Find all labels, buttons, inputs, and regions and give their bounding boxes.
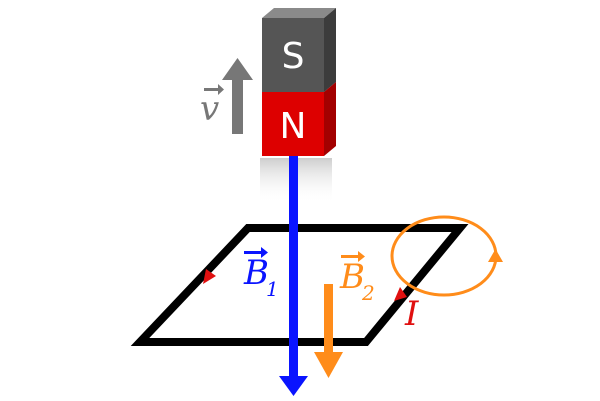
south-pole-label: S xyxy=(282,36,305,77)
north-pole-label: N xyxy=(280,106,307,147)
magnet-north-pole xyxy=(262,92,324,156)
b2-vector-mark xyxy=(341,251,365,262)
b1-subscript: 1 xyxy=(266,277,279,301)
b1-arrow-shaft xyxy=(289,156,298,380)
b2-arrow-head xyxy=(314,352,343,378)
magnet-side-face-north xyxy=(324,82,336,156)
b1-label: B xyxy=(243,253,269,293)
b2-label: B xyxy=(339,257,365,297)
velocity-arrow-head xyxy=(222,58,253,80)
velocity-vector-mark xyxy=(204,84,224,95)
magnet-side-face-south xyxy=(324,8,336,92)
b1-vector-mark xyxy=(244,247,268,258)
b2-arrow-shaft xyxy=(324,284,333,356)
current-arrow-left xyxy=(203,269,216,284)
b2-circulation-arrow xyxy=(488,249,503,262)
magnet-top-face xyxy=(262,8,336,18)
velocity-label: v xyxy=(200,89,219,129)
b1-arrow-head xyxy=(279,376,308,396)
b2-subscript: 2 xyxy=(361,281,375,305)
magnet-south-pole xyxy=(262,18,324,92)
current-arrow-right xyxy=(394,287,407,301)
current-label: I xyxy=(404,294,419,334)
conducting-loop xyxy=(130,224,469,346)
velocity-arrow-shaft xyxy=(232,74,243,134)
